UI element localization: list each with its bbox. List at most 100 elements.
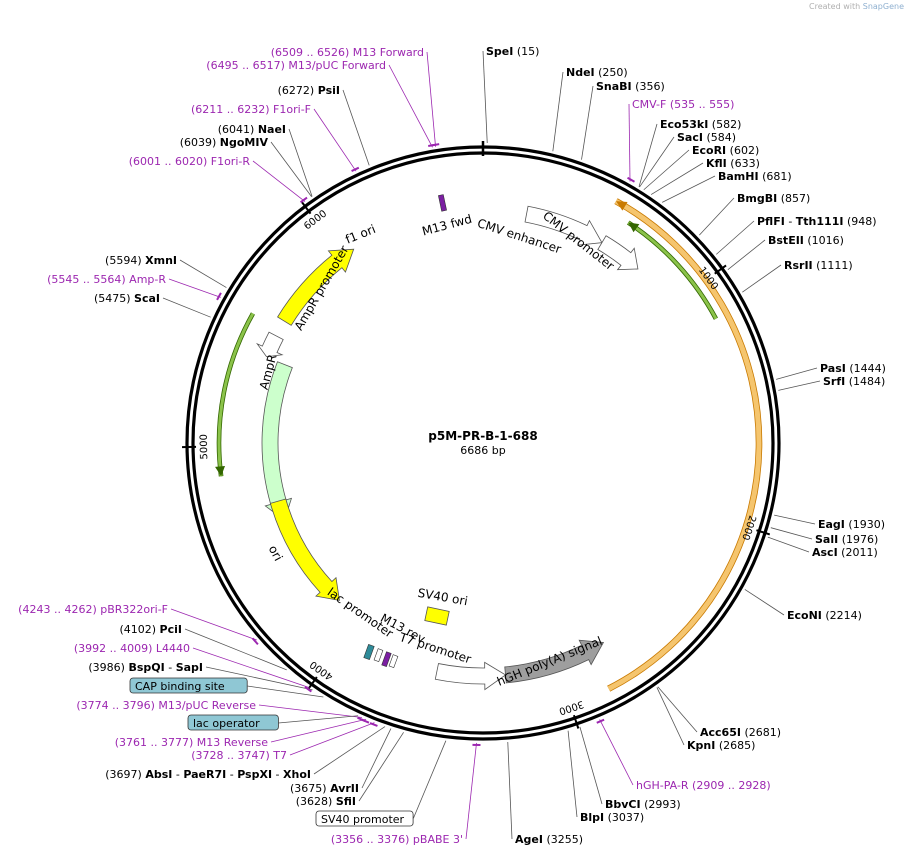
scale-tick xyxy=(307,676,318,690)
site-label-part: (1930) xyxy=(845,518,885,531)
site-label-part: Acc65I xyxy=(700,726,741,739)
site-label-part: - xyxy=(172,768,183,781)
feature-cmv-promoter xyxy=(597,235,639,271)
site-label-part: (2993) xyxy=(641,798,681,811)
site-leader-line xyxy=(628,103,631,182)
site-leader-line xyxy=(742,264,782,293)
feature-cmv-enhancer xyxy=(524,205,603,246)
site-label-part: (2011) xyxy=(838,546,878,559)
site-label-part: (3628) xyxy=(296,795,336,808)
site-label: (3628) SfiI xyxy=(296,795,356,808)
site-leader-line xyxy=(313,108,357,172)
site-leader-line xyxy=(168,278,221,298)
site-label-part: - xyxy=(272,768,283,781)
site-label-part: KpnI xyxy=(687,739,715,752)
site-label-part: (5594) xyxy=(105,254,145,267)
site-label-part: (250) xyxy=(595,66,628,79)
site-label-part: AvrII xyxy=(330,782,359,795)
scale-tick xyxy=(756,529,771,536)
feature-arc-orange xyxy=(607,198,762,691)
boxed-label-leader xyxy=(247,685,324,698)
site-label-part: SapI xyxy=(176,661,203,674)
site-label-part: (4102) xyxy=(119,623,159,636)
site-label: (3356 .. 3376) pBABE 3' xyxy=(331,833,463,846)
site-label: (3774 .. 3796) M13/pUC Reverse xyxy=(76,699,256,712)
site-label: SacI (584) xyxy=(677,131,736,144)
site-label-part: Tth111I xyxy=(796,215,844,228)
site-label-part: BstEII xyxy=(768,234,804,247)
site-label-part: SalI xyxy=(815,533,838,546)
site-label: KpnI (2685) xyxy=(687,739,755,752)
scale-tick xyxy=(714,264,727,275)
plasmid-name: p5M-PR-B-1-688 xyxy=(428,429,537,443)
site-label: SrfI (1484) xyxy=(823,375,885,388)
backbone-inner-ring xyxy=(191,151,775,735)
site-label: RsrII (1111) xyxy=(784,259,853,272)
site-label: CMV-F (535 .. 555) xyxy=(632,98,734,111)
site-label-part: PspXI xyxy=(237,768,272,781)
site-label: (3728 .. 3747) T7 xyxy=(191,749,287,762)
site-leader-line xyxy=(426,51,436,147)
scale-tick-label: 5000 xyxy=(199,434,210,460)
site-label-part: AbsI xyxy=(145,768,172,781)
feature-label: hGH poly(A) signal xyxy=(495,634,604,689)
site-label-part: NaeI xyxy=(258,123,286,136)
site-label-part: PflFI xyxy=(757,215,785,228)
site-label-part: (3037) xyxy=(604,811,644,824)
site-label: (3761 .. 3777) M13 Reverse xyxy=(115,736,268,749)
site-label-part: (3675) xyxy=(290,782,330,795)
boxed-label-leader xyxy=(412,740,447,820)
feature-m13-rev xyxy=(381,651,392,667)
credit-brand: SnapGene xyxy=(862,2,904,11)
primer-mark xyxy=(596,718,605,724)
site-leader-line xyxy=(778,380,821,391)
scale-tick xyxy=(572,714,580,729)
site-label-part: (633) xyxy=(727,157,760,170)
site-label-part: (1484) xyxy=(845,375,885,388)
feature-cap-site xyxy=(363,644,375,660)
site-label-part: - xyxy=(165,661,176,674)
feature-t7-promoter xyxy=(388,654,399,669)
site-label-part: (2681) xyxy=(741,726,781,739)
site-leader-line xyxy=(650,162,704,195)
site-label-part: BbvCI xyxy=(605,798,641,811)
site-leader-line xyxy=(388,64,433,148)
site-label: SpeI (15) xyxy=(486,45,539,58)
site-leader-line xyxy=(342,89,370,166)
site-leader-line xyxy=(270,718,367,743)
site-leader-line xyxy=(581,85,594,160)
site-leader-line xyxy=(192,647,310,688)
site-label: (6041) NaeI xyxy=(218,123,286,136)
site-label-part: (3255) xyxy=(543,833,583,846)
site-label-part: (6509 .. 6526) M13 Forward xyxy=(271,46,424,59)
feature-arc-green xyxy=(627,221,718,320)
site-leader-line xyxy=(699,197,735,236)
site-label: EcoNI (2214) xyxy=(787,609,862,622)
site-label-part: (3774 .. 3796) M13/pUC Reverse xyxy=(76,699,256,712)
site-label: Eco53kI (582) xyxy=(660,118,741,131)
site-label: (3992 .. 4009) L4440 xyxy=(74,642,190,655)
feature-f1-ori xyxy=(277,248,355,326)
site-leader-line xyxy=(643,149,690,191)
feature-ampr xyxy=(261,361,293,521)
feature-label: f1 ori xyxy=(343,222,377,247)
site-leader-line xyxy=(639,136,675,188)
site-leader-line xyxy=(162,297,211,318)
site-label: SnaBI (356) xyxy=(596,80,665,93)
site-label-part: SrfI xyxy=(823,375,845,388)
site-label-part: (2685) xyxy=(715,739,755,752)
site-label-part: EcoRI xyxy=(692,144,726,157)
site-label-part: PciI xyxy=(160,623,182,636)
site-label: EagI (1930) xyxy=(818,518,885,531)
site-label-part: (3356 .. 3376) pBABE 3' xyxy=(331,833,463,846)
site-leader-line xyxy=(252,160,306,202)
site-label-part: (681) xyxy=(759,170,792,183)
site-leader-line xyxy=(567,730,578,818)
site-label-part: (582) xyxy=(708,118,741,131)
site-leader-line xyxy=(179,259,227,288)
site-leader-line xyxy=(288,128,313,197)
primer-mark xyxy=(357,716,366,722)
site-label-part: (5545 .. 5564) Amp-R xyxy=(47,273,166,286)
site-label-part: ScaI xyxy=(134,292,160,305)
